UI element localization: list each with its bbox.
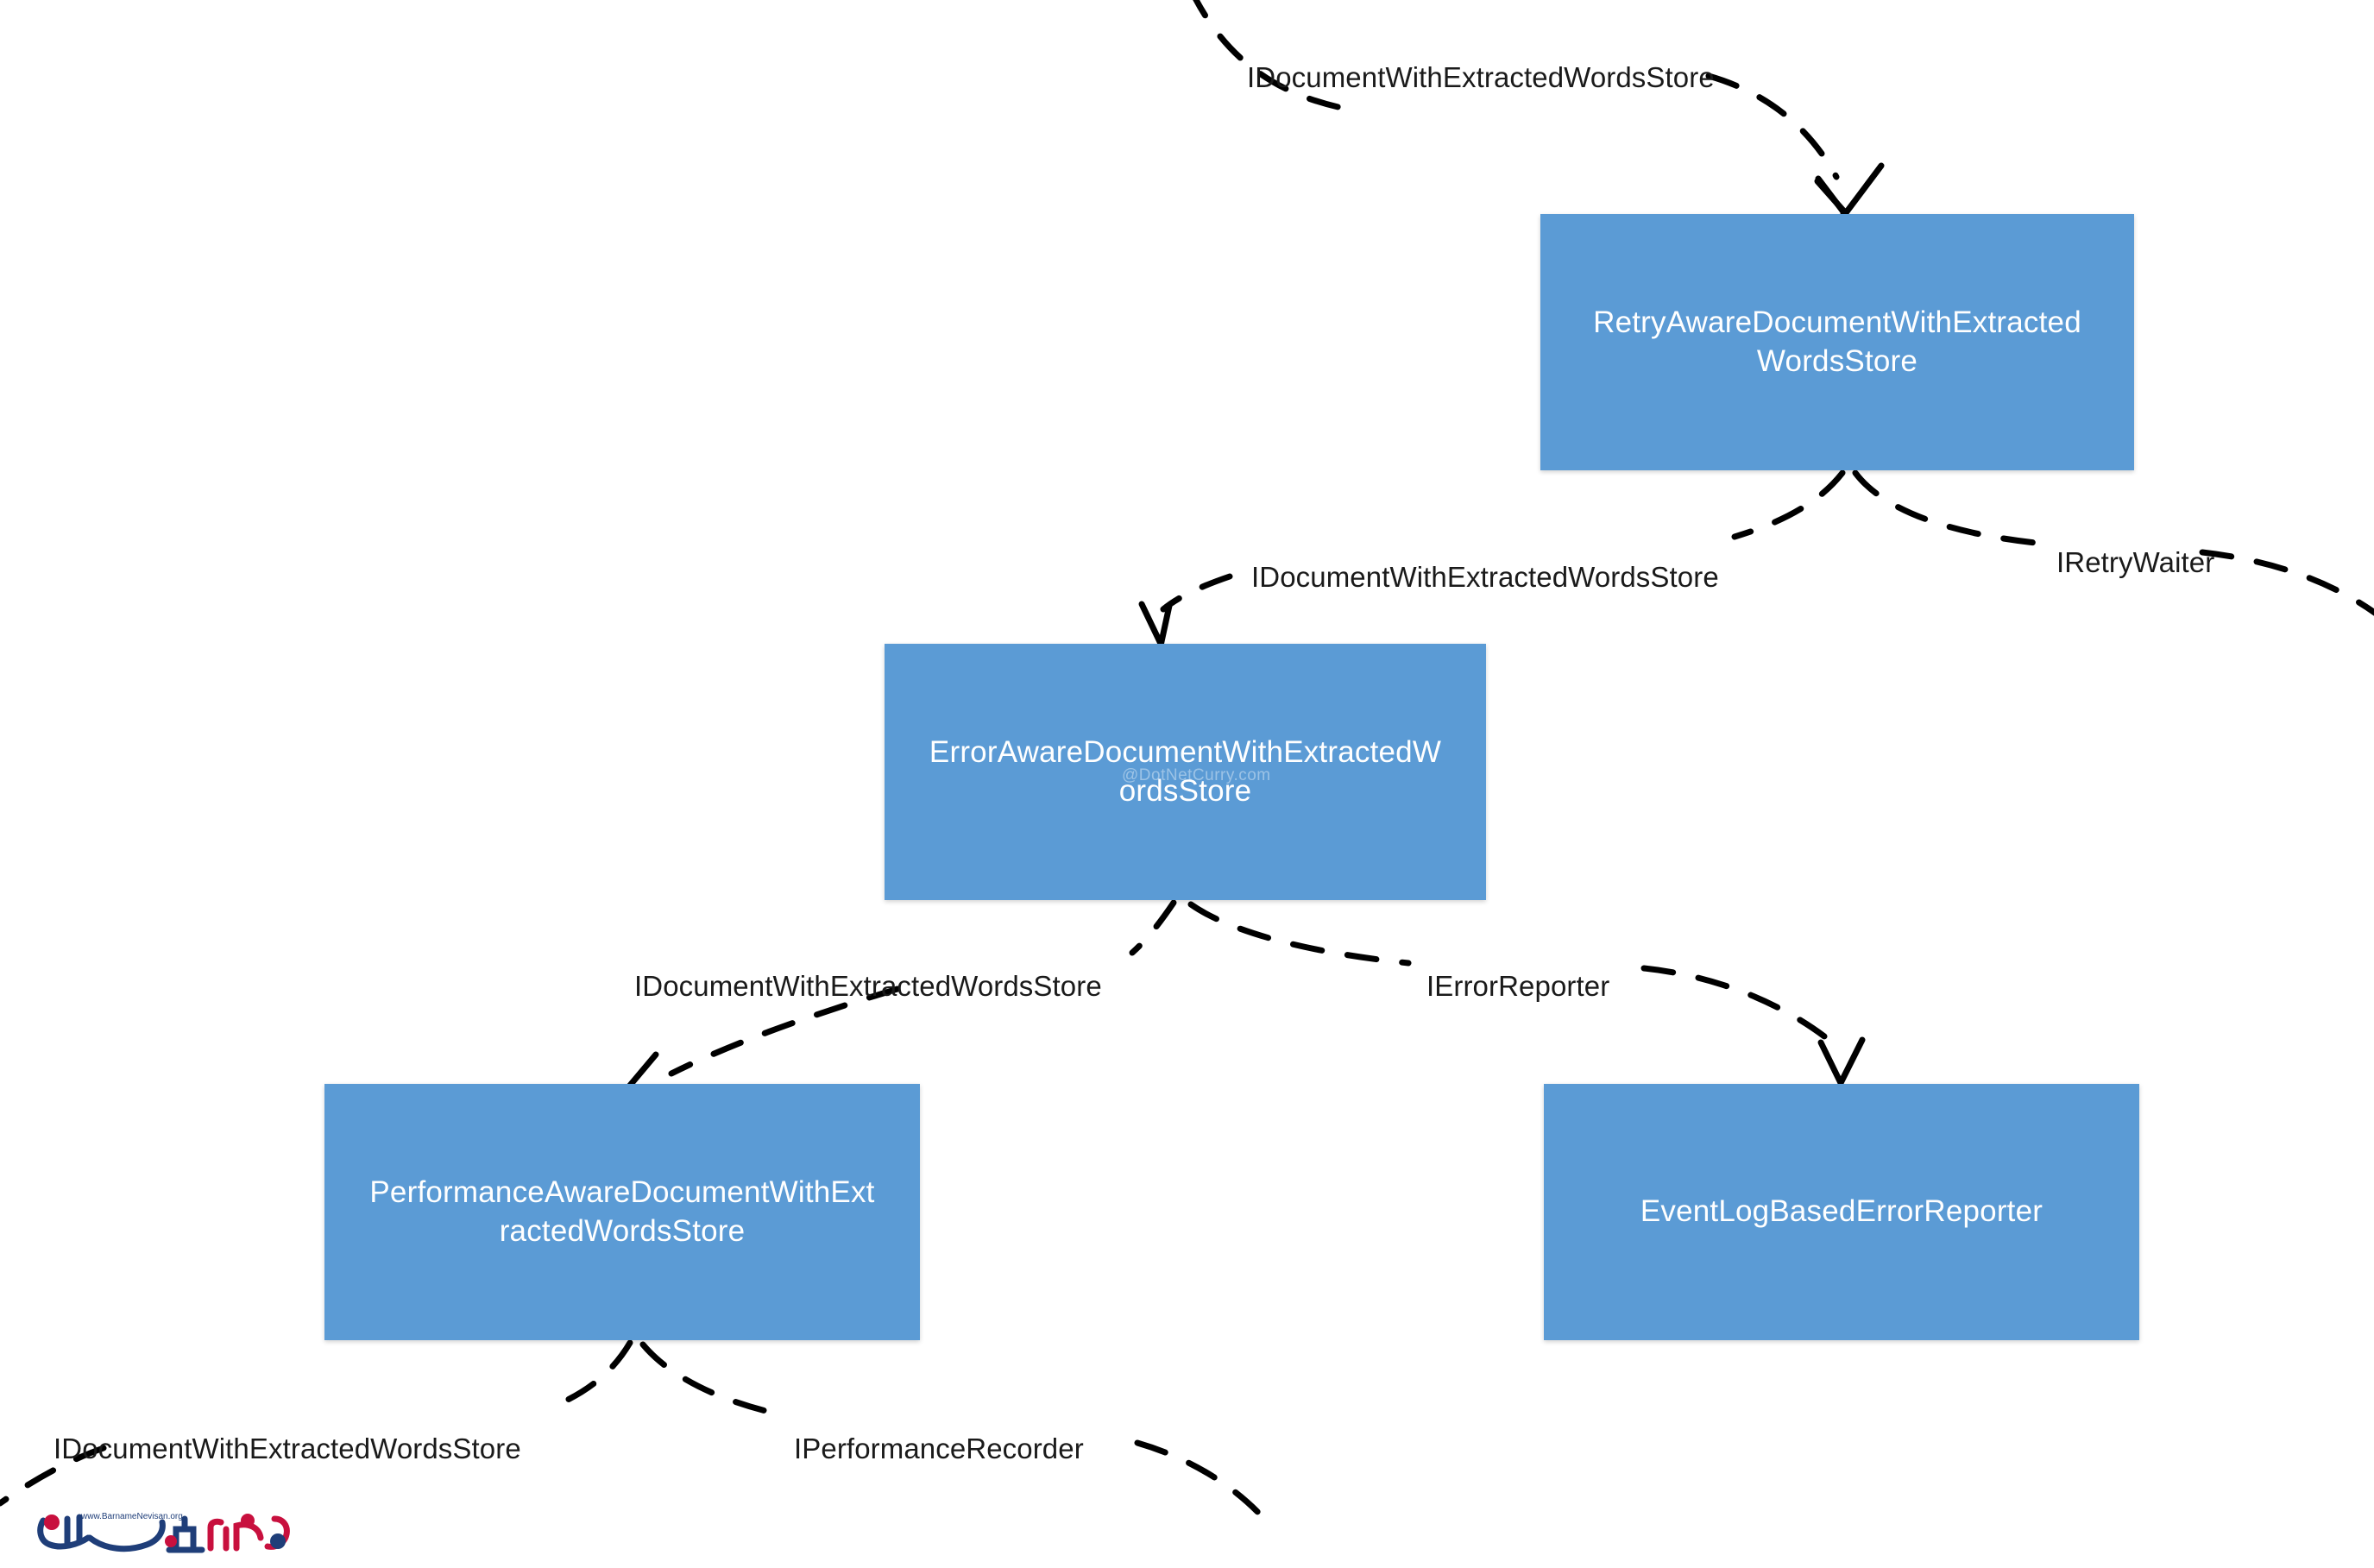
edge-label-performance-to-store: IDocumentWithExtractedWordsStore [54, 1433, 521, 1464]
arrowhead-into-retry-wing [1842, 162, 1885, 217]
edge-path-retry-to-retrywaiter [1852, 469, 2047, 547]
edge-label-top-into-retry: IDocumentWithExtractedWordsStore [1247, 61, 1715, 93]
arrowhead-into-errorreporter-v [1837, 1036, 1866, 1086]
edge-path-error-to-errorreporter [1187, 901, 1412, 967]
logo-dot-4 [270, 1533, 286, 1549]
arrowhead-into-error [1157, 602, 1173, 649]
node-retry-aware-document-with-extracted-words-store[interactable]: RetryAwareDocumentWithExtracted WordsSto… [1540, 214, 2134, 470]
edge-path-retry-to-error-b [1160, 573, 1233, 613]
edge-label-performance-to-recorder: IPerformanceRecorder [794, 1433, 1084, 1464]
edge-label-retry-to-error: IDocumentWithExtractedWordsStore [1251, 561, 1719, 593]
edge-path-top-into-retry-b [1705, 72, 1840, 180]
logo-dot-3 [241, 1514, 255, 1527]
node-event-log-based-error-reporter[interactable]: EventLogBasedErrorReporter [1544, 1084, 2139, 1340]
edge-label-error-to-performance: IDocumentWithExtractedWordsStore [634, 970, 1102, 1002]
edge-path-performance-to-recorder-b [1134, 1439, 1268, 1522]
node-label: EventLogBasedErrorReporter [1640, 1194, 2043, 1229]
node-performance-aware-document-with-extracted-words-store[interactable]: PerformanceAwareDocumentWithExt ractedWo… [324, 1084, 920, 1340]
edge-path-performance-to-store [549, 1339, 633, 1410]
edge-path-retry-to-error [1731, 469, 1846, 540]
arrowhead-into-error-v [1138, 601, 1165, 649]
node-label: PerformanceAwareDocumentWithExt ractedWo… [369, 1174, 875, 1248]
edge-label-retry-to-retrywaiter: IRetryWaiter [2056, 546, 2215, 578]
arrowhead-into-retry [1814, 178, 1848, 216]
arrowhead-into-errorreporter [1817, 1039, 1844, 1086]
edge-path-error-to-errorreporter-b [1640, 965, 1840, 1049]
node-error-aware-document-with-extracted-words-store[interactable]: ErrorAwareDocumentWithExtractedW ordsSto… [885, 644, 1486, 900]
arrowhead-into-retry-v [1815, 175, 1849, 217]
dotnetcurry-watermark: @DotNetCurry.com [1122, 766, 1271, 784]
barname-nevisan-logo: www.BarnameNevisan.org [37, 1512, 290, 1553]
edge-path-error-to-performance [1129, 899, 1177, 956]
logo-dot-2 [165, 1535, 177, 1547]
logo-url-text: www.BarnameNevisan.org [80, 1512, 183, 1521]
edge-path-performance-to-recorder [639, 1341, 780, 1417]
logo-dot-1 [44, 1514, 60, 1530]
node-label: RetryAwareDocumentWithExtracted WordsSto… [1593, 305, 2081, 378]
node-label: ErrorAwareDocumentWithExtractedW ordsSto… [929, 734, 1442, 808]
edge-label-error-to-errorreporter: IErrorReporter [1426, 970, 1610, 1002]
edge-path-retry-to-retrywaiter-b [2199, 549, 2374, 616]
